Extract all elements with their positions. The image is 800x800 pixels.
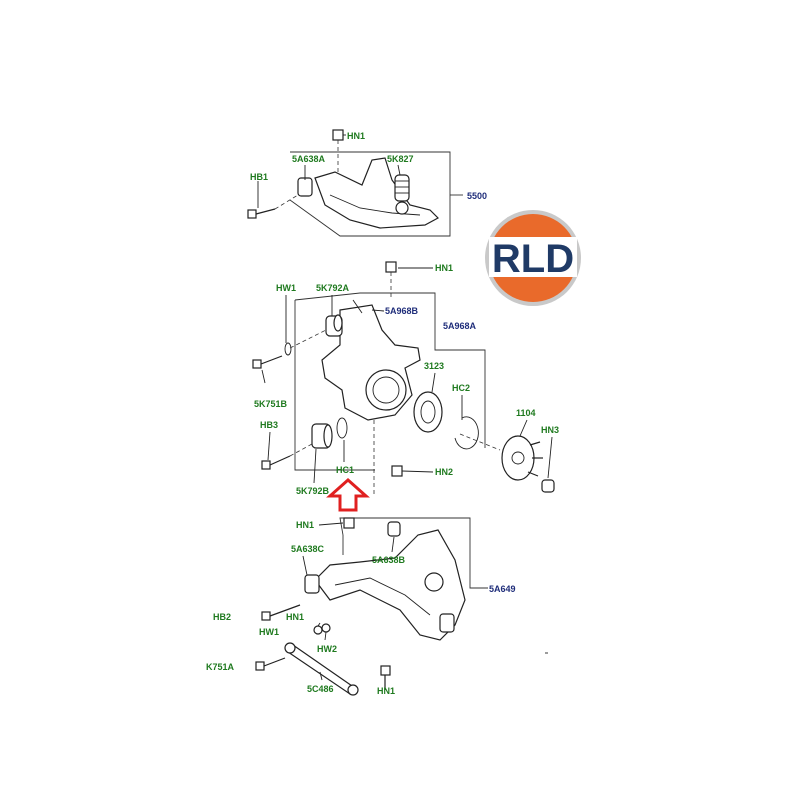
logo-text: RLD xyxy=(492,237,574,281)
knuckle-frame xyxy=(294,292,486,448)
label-hn1-mid: HN1 xyxy=(435,263,453,273)
label-hc1: HC1 xyxy=(336,465,354,475)
label-hw1-top: HW1 xyxy=(276,283,296,293)
label-5500: 5500 xyxy=(467,191,487,201)
lower-arm-nut xyxy=(343,517,355,529)
lower-arm-frame xyxy=(339,517,488,589)
hub-nut xyxy=(541,479,555,493)
wheel-hub xyxy=(501,435,535,481)
upper-arm-frame xyxy=(289,151,451,237)
label-k751a: K751A xyxy=(206,662,235,672)
label-hw2: HW2 xyxy=(317,644,337,654)
label-hn2: HN2 xyxy=(435,467,453,477)
bump-stop xyxy=(394,174,410,202)
lower-arm-bushing xyxy=(304,574,320,594)
upper-nut xyxy=(332,129,344,141)
label-hn3: HN3 xyxy=(541,425,559,435)
label-5a638a: 5A638A xyxy=(292,154,326,164)
label-5c486: 5C486 xyxy=(307,684,334,694)
label-5a638b: 5A638B xyxy=(372,555,406,565)
label-5k792b: 5K792B xyxy=(296,486,330,496)
lower-control-arm-group xyxy=(255,517,548,696)
label-hc2: HC2 xyxy=(452,383,470,393)
circlip-hc1 xyxy=(336,417,348,439)
red-arrow xyxy=(326,477,370,512)
label-5a649: 5A649 xyxy=(489,584,516,594)
bushing-5a638b xyxy=(387,521,401,537)
label-5k827: 5K827 xyxy=(387,154,414,164)
bolt-hb3-head xyxy=(261,460,271,470)
part-labels: HN1 5A638A 5K827 HB1 5500 HN1 HW1 5K792A… xyxy=(206,131,559,696)
bolt-k751a-head xyxy=(255,661,265,671)
label-hn1-bottom: HN1 xyxy=(377,686,395,696)
bolt-5k751b-head xyxy=(252,359,262,369)
label-5k751b: 5K751B xyxy=(254,399,288,409)
label-5a968a: 5A968A xyxy=(443,321,477,331)
rld-logo: RLD xyxy=(485,210,581,306)
label-hn1-top: HN1 xyxy=(347,131,365,141)
circlip-hc2 xyxy=(454,416,479,450)
knuckle-top-nut xyxy=(385,261,397,273)
label-hb2: HB2 xyxy=(213,612,231,622)
label-hw1-low: HW1 xyxy=(259,627,279,637)
label-hn1-low2: HN1 xyxy=(286,612,304,622)
upper-control-arm-group xyxy=(247,129,463,237)
upper-control-arm xyxy=(314,157,439,229)
label-5a968b: 5A968B xyxy=(385,306,419,316)
label-5k792a: 5K792A xyxy=(316,283,350,293)
label-hb1: HB1 xyxy=(250,172,268,182)
label-hb3: HB3 xyxy=(260,420,278,430)
label-hn1-low: HN1 xyxy=(296,520,314,530)
bolt-hb2-head xyxy=(261,611,271,621)
knuckle-group xyxy=(252,261,555,495)
wheel-bearing xyxy=(413,391,443,433)
upper-arm-bushing xyxy=(297,177,313,197)
leader-lines xyxy=(261,134,553,681)
label-3123: 3123 xyxy=(424,361,444,371)
label-1104: 1104 xyxy=(516,408,536,418)
label-5a638c: 5A638C xyxy=(291,544,325,554)
